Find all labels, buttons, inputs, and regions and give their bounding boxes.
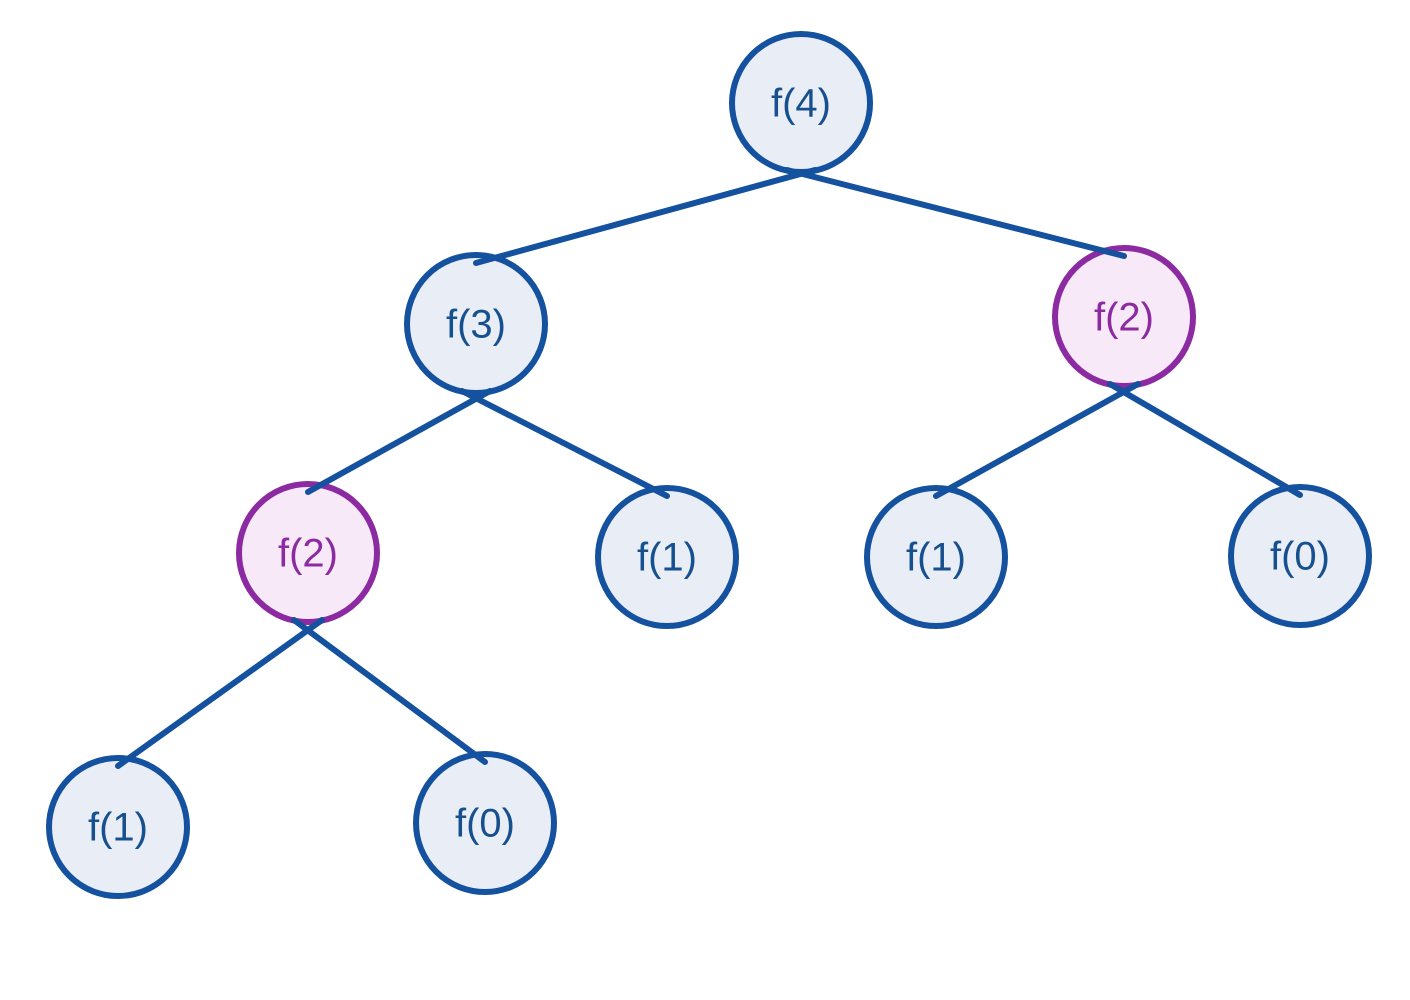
tree-node-f1-mid-left: f(1) bbox=[595, 485, 739, 629]
node-circle-f2-left bbox=[236, 481, 380, 625]
tree-edge-f4-root-to-f2-right bbox=[784, 167, 1127, 259]
tree-node-f3-left: f(3) bbox=[404, 252, 548, 396]
tree-edge-f2-right-to-f1-mid-right bbox=[933, 381, 1141, 499]
node-label-f0-bottom: f(0) bbox=[455, 802, 515, 846]
tree-nodes-layer: f(4) f(3) f(2) f(2) f(1) f(1) f(0) f(1) f(0) bbox=[46, 31, 1372, 899]
tree-node-f2-left: f(2) bbox=[236, 481, 380, 625]
node-label-f1-mid-right: f(1) bbox=[906, 536, 966, 580]
tree-node-f1-bottom-left: f(1) bbox=[46, 755, 190, 899]
tree-edge-f2-left-to-f0-bottom bbox=[291, 617, 488, 765]
tree-node-f0-bottom: f(0) bbox=[413, 751, 557, 895]
tree-node-f2-right: f(2) bbox=[1052, 245, 1196, 389]
node-label-f0-right: f(0) bbox=[1270, 535, 1330, 579]
node-label-f2-left: f(2) bbox=[278, 532, 338, 576]
tree-node-f1-mid-right: f(1) bbox=[864, 485, 1008, 629]
tree-edges-layer bbox=[115, 167, 1303, 769]
tree-edge-f3-left-to-f2-left bbox=[305, 388, 493, 495]
tree-edge-f3-left-to-f1-mid-left bbox=[459, 388, 670, 499]
node-label-f1-bottom-left: f(1) bbox=[88, 806, 148, 850]
node-label-f3-left: f(3) bbox=[446, 303, 506, 347]
node-circle-f0-bottom bbox=[413, 751, 557, 895]
node-label-f4-root: f(4) bbox=[771, 82, 831, 126]
node-circle-f1-mid-left bbox=[595, 485, 739, 629]
node-circle-f1-mid-right bbox=[864, 485, 1008, 629]
node-circle-f2-right bbox=[1052, 245, 1196, 389]
tree-edge-f2-left-to-f1-bottom-left bbox=[115, 617, 325, 769]
tree-node-f0-right: f(0) bbox=[1228, 484, 1372, 628]
node-label-f1-mid-left: f(1) bbox=[637, 536, 697, 580]
node-circle-f3-left bbox=[404, 252, 548, 396]
tree-edge-f2-right-to-f0-right bbox=[1107, 381, 1303, 498]
node-circle-f1-bottom-left bbox=[46, 755, 190, 899]
node-label-f2-right: f(2) bbox=[1094, 296, 1154, 340]
node-circle-f0-right bbox=[1228, 484, 1372, 628]
tree-node-f4-root: f(4) bbox=[729, 31, 873, 175]
tree-edge-f4-root-to-f3-left bbox=[473, 167, 818, 266]
